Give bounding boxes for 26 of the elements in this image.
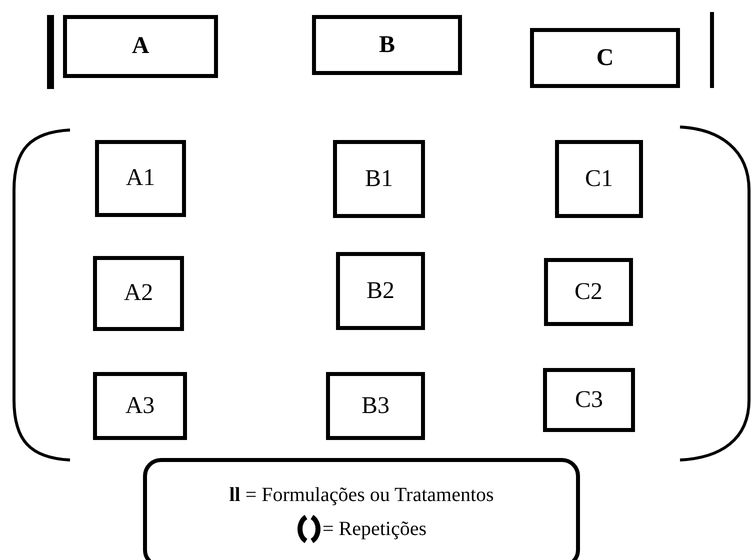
replicate-box — [555, 140, 643, 218]
replicate-box — [333, 140, 425, 218]
box-label: C — [596, 44, 614, 72]
box-label: B3 — [361, 392, 390, 420]
box-label: B2 — [366, 278, 394, 304]
box-label: A1 — [126, 165, 156, 192]
replicate-box — [544, 258, 633, 326]
box-label: A2 — [124, 280, 154, 307]
box-label: B — [378, 32, 395, 58]
treatment-box — [63, 15, 218, 78]
box-label: C1 — [584, 166, 613, 192]
replicate-box — [326, 372, 425, 440]
replicate-box — [336, 252, 425, 330]
replicate-box — [95, 140, 186, 217]
box-label: C2 — [574, 278, 602, 306]
treatment-box — [530, 28, 680, 88]
treatment-box — [312, 15, 462, 75]
box-label: A — [132, 33, 150, 60]
replicate-box — [543, 368, 635, 432]
box-label: C3 — [574, 386, 603, 414]
replicate-box — [93, 256, 184, 331]
box-label: B1 — [364, 166, 393, 192]
legend-text: = Repetições — [322, 518, 427, 540]
legend-text: ll = Formulações ou Tratamentos — [229, 484, 494, 507]
box-label: A3 — [125, 392, 155, 420]
replicate-box — [93, 372, 187, 440]
